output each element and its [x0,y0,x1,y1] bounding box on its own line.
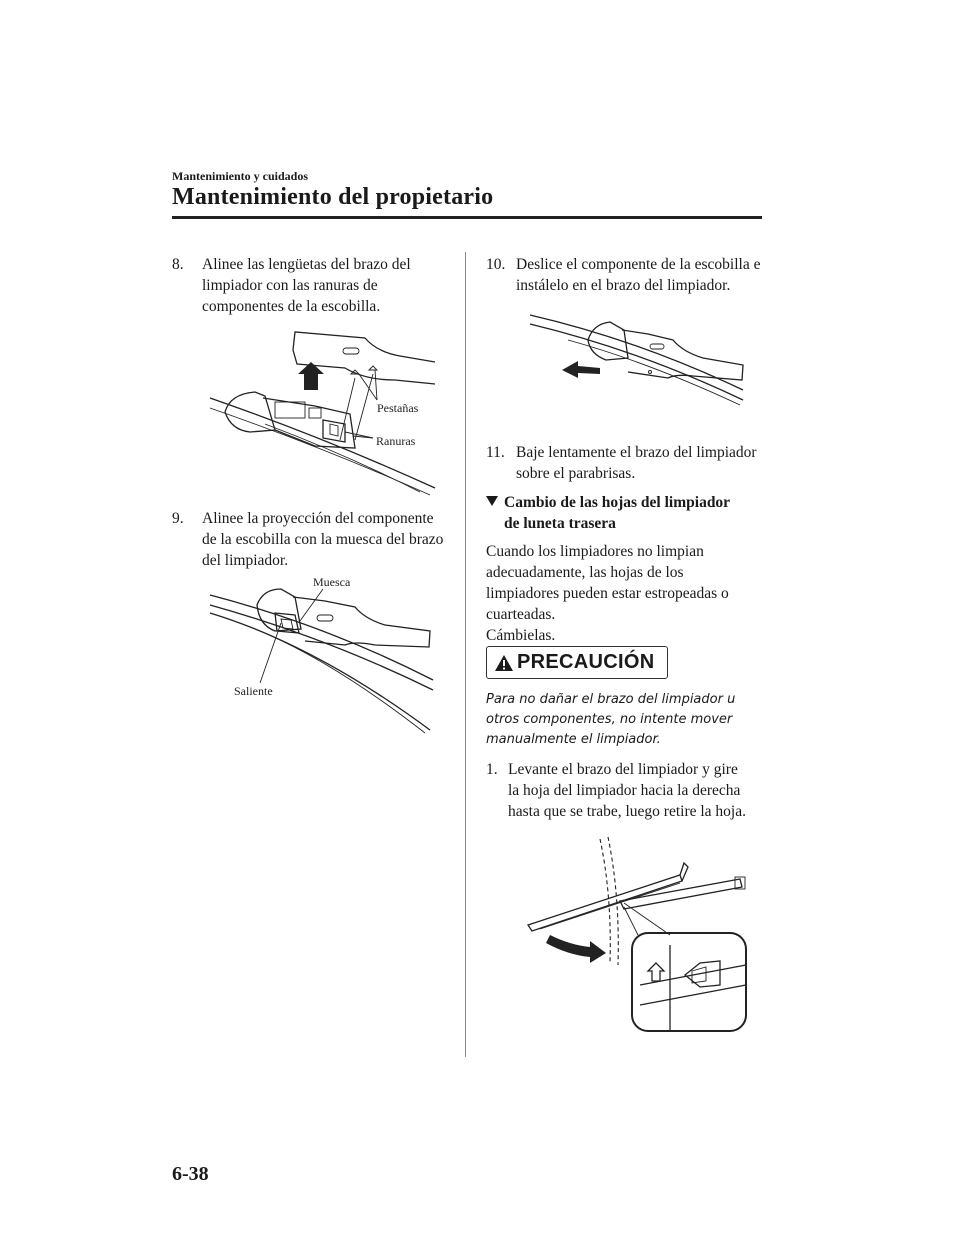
step-text: Alinee la proyección del componente de l… [202,510,444,569]
step-8: 8. Alinee las lengüetas del brazo del li… [172,254,462,320]
label-notch: Muesca [313,575,351,589]
step-text: Baje lentamente el brazo del limpiador s… [516,444,757,482]
column-divider [465,252,466,1057]
label-protrusion: Saliente [234,684,273,698]
step-number: 8. [172,256,184,273]
triangle-bullet-icon [486,496,498,506]
page-number: 6-38 [172,1163,209,1185]
step-10: 10. Deslice el componente de la escobill… [486,254,776,298]
step-9: 9. Alinee la proyección del componente d… [172,508,462,574]
page-title: Mantenimiento del propietario [172,184,494,210]
step-number: 10. [486,256,506,273]
step-text: Levante el brazo del limpiador y gire la… [508,761,746,820]
step-text: Deslice el componente de la escobilla e … [516,256,761,294]
step-number: 9. [172,510,184,527]
step-number: 11. [486,444,505,461]
step-1: 1. Levante el brazo del limpiador y gire… [486,759,776,825]
caution-text: Para no dañar el brazo del limpiador u o… [486,692,736,747]
warning-icon [495,655,513,671]
step-11: 11. Baje lentamente el brazo del limpiad… [486,442,776,486]
intro-paragraph: Cuando los limpiadores no limpian adecua… [486,543,729,644]
label-slots: Ranuras [376,434,416,448]
step-number: 1. [486,761,498,778]
caution-box: PRECAUCIÓN [486,646,668,679]
figure-align-tabs [209,331,436,496]
caution-label: PRECAUCIÓN [517,651,655,673]
figure-slide-blade [529,314,744,406]
figure-align-notch [209,588,434,734]
label-tabs: Pestañas [377,401,419,415]
section-label: Mantenimiento y cuidados [172,169,309,183]
title-rule [172,216,762,219]
figure-rear-wiper [526,836,747,1032]
step-text: Alinee las lengüetas del brazo del limpi… [202,256,411,315]
subheading-rear-wiper: Cambio de las hojas del limpiador de lun… [486,492,776,534]
